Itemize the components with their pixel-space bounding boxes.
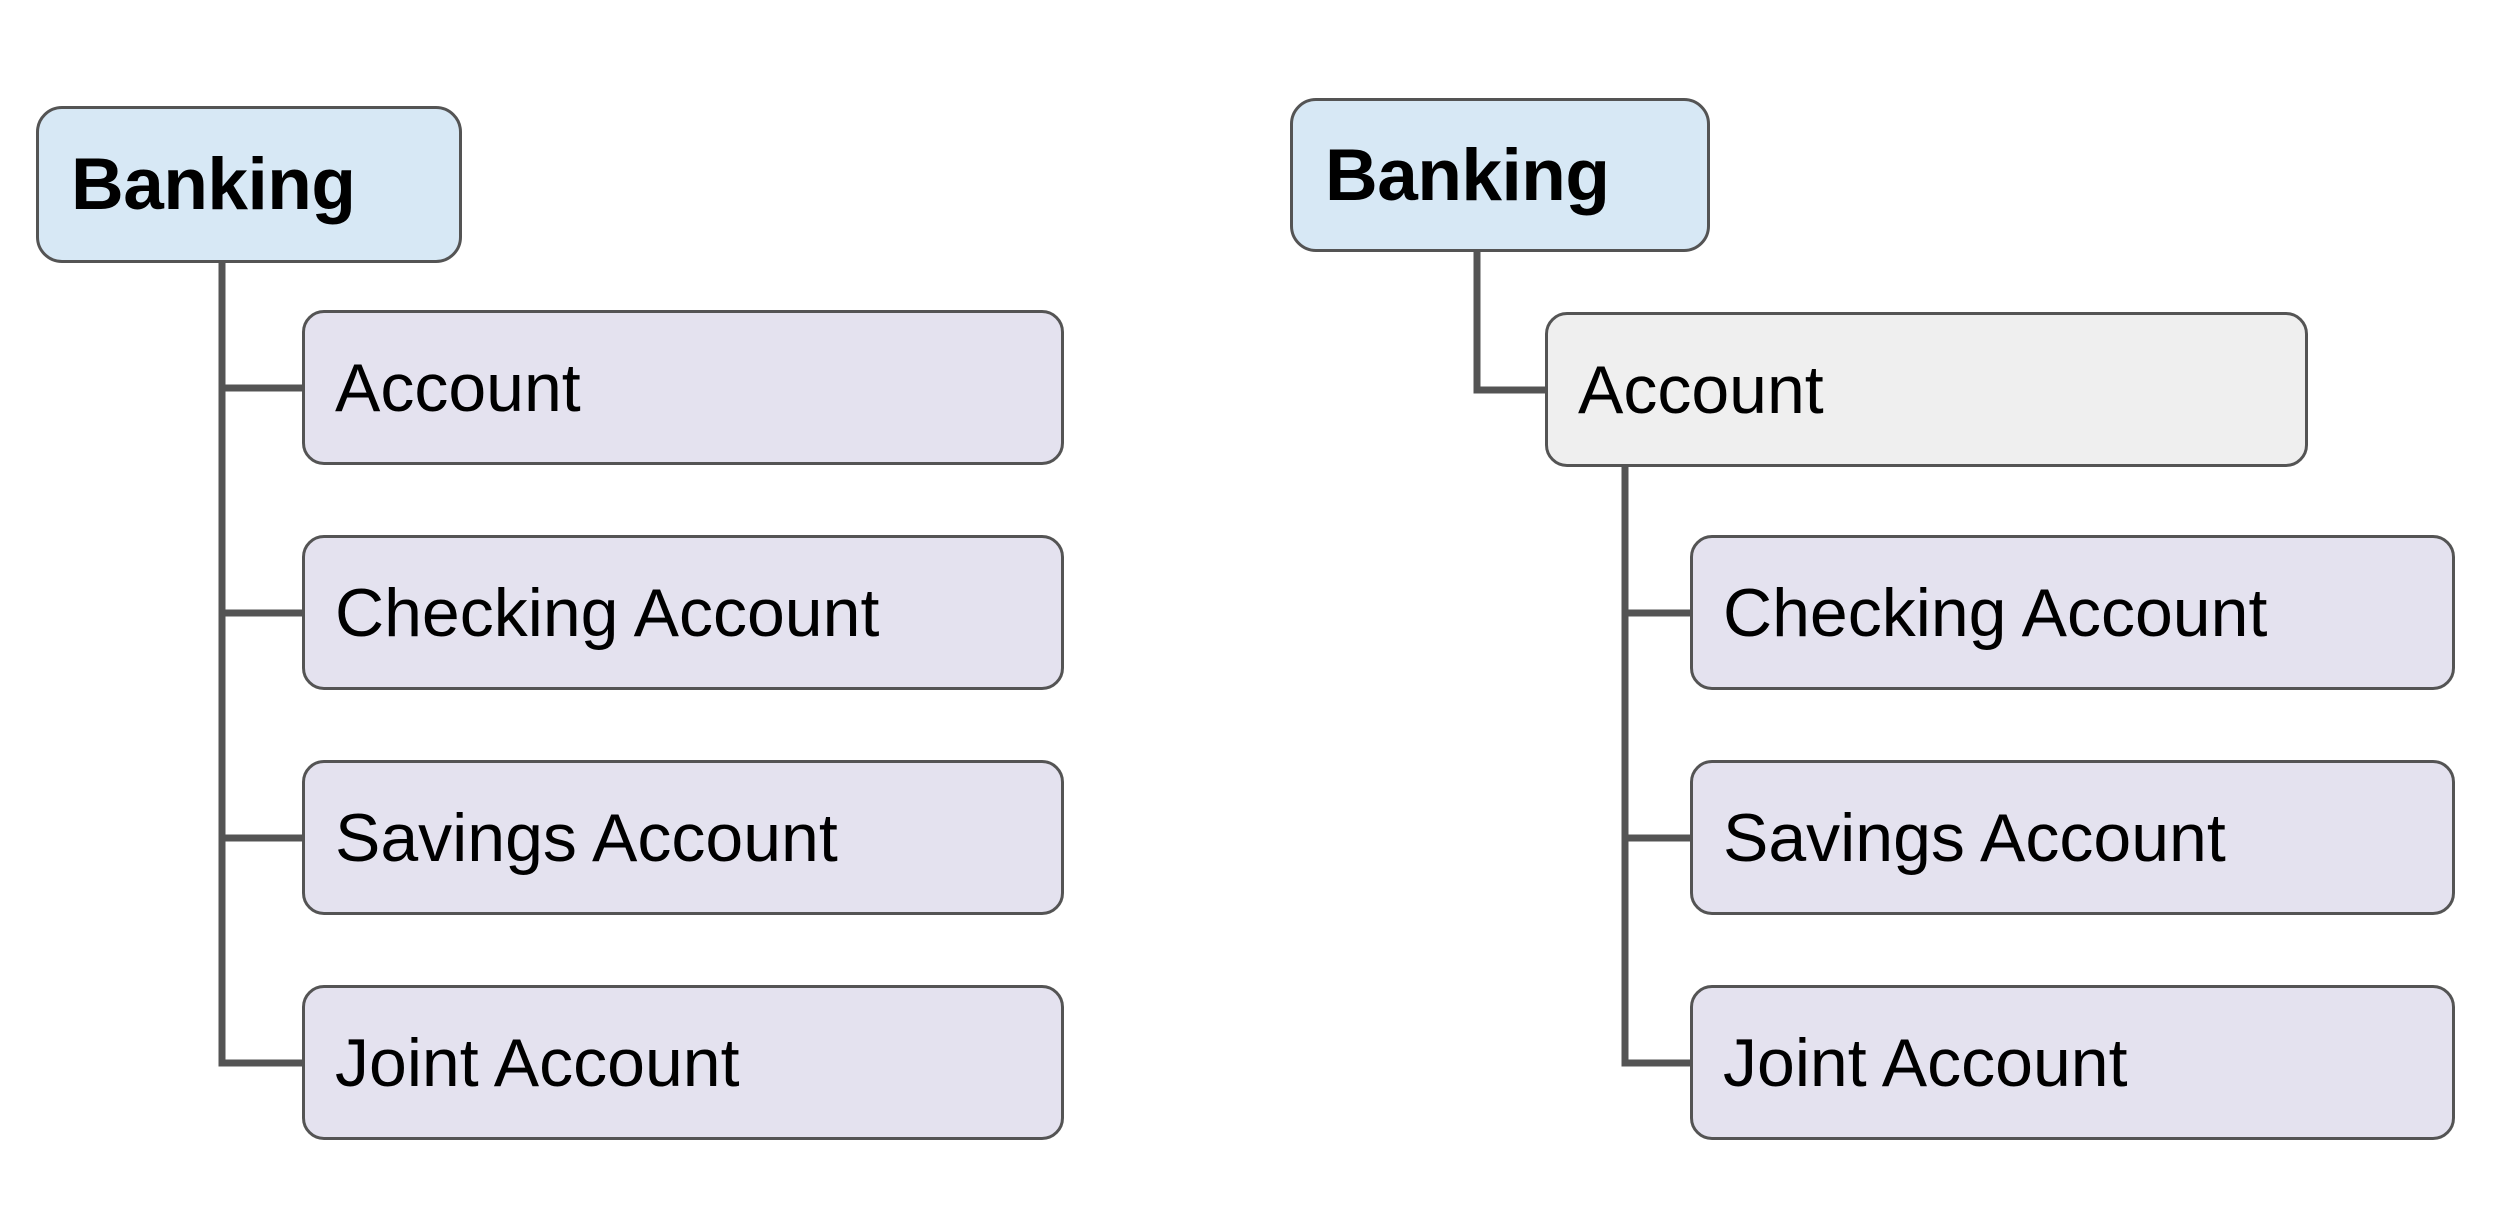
right-tree-root-node-banking[interactable]: Banking [1290, 98, 1710, 252]
right-tree-node-checking-account[interactable]: Checking Account [1690, 535, 2455, 690]
right-tree-node-account[interactable]: Account [1545, 312, 2308, 467]
node-label: Account [1578, 351, 1824, 428]
left-tree-node-joint-account[interactable]: Joint Account [302, 985, 1064, 1140]
left-tree-node-account[interactable]: Account [302, 310, 1064, 465]
left-tree-root-node-banking[interactable]: Banking [36, 106, 462, 263]
right-tree-node-savings-account[interactable]: Savings Account [1690, 760, 2455, 915]
node-label: Joint Account [335, 1024, 740, 1101]
right-tree-node-joint-account[interactable]: Joint Account [1690, 985, 2455, 1140]
node-label: Savings Account [1723, 799, 2226, 876]
edge-right-root-to-account [1473, 248, 1549, 394]
left-tree-node-checking-account[interactable]: Checking Account [302, 535, 1064, 690]
node-label: Checking Account [1723, 574, 2268, 651]
node-label: Account [335, 349, 581, 426]
node-label: Banking [1325, 134, 1610, 216]
node-label: Savings Account [335, 799, 838, 876]
left-tree-node-savings-account[interactable]: Savings Account [302, 760, 1064, 915]
node-label: Checking Account [335, 574, 880, 651]
node-label: Joint Account [1723, 1024, 2128, 1101]
node-label: Banking [71, 144, 356, 225]
